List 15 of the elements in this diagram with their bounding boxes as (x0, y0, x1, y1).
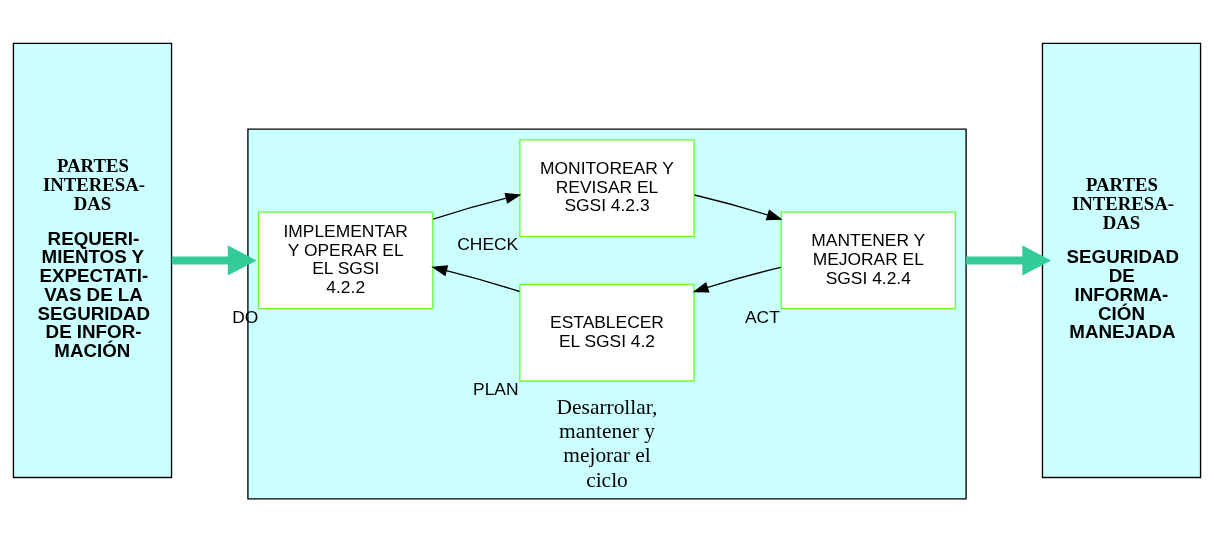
arrow (432, 192, 522, 220)
arrow (693, 193, 783, 220)
arrow (171, 244, 257, 275)
node-box: IMPLEMENTAR Y OPERAR EL EL SGSI 4.2.2 (257, 211, 434, 309)
node-box: ESTABLECER EL SGSI 4.2 (519, 283, 695, 382)
arrow (431, 264, 521, 292)
arrow (966, 244, 1052, 275)
node-box: PARTES INTERESA- DAS REQUERI- MIENTOS Y EXPECTATI- VAS DE LA SEGURIDAD DE INFOR- MACIÓN (12, 42, 173, 478)
node-box: MONITOREAR Y REVISAR EL SGSI 4.2.3 (519, 138, 695, 237)
node-box: PARTES INTERESA- DAS SEGURIDAD DE INFORMA- CIÓN MANEJADA (1041, 42, 1202, 478)
arrow (692, 266, 782, 293)
node-label: ACT (745, 306, 780, 327)
node-label: CHECK (457, 233, 519, 254)
node-box: MANTENER Y MEJORAR EL SGSI 4.2.4 (780, 211, 957, 309)
node-label: PLAN (473, 378, 519, 399)
